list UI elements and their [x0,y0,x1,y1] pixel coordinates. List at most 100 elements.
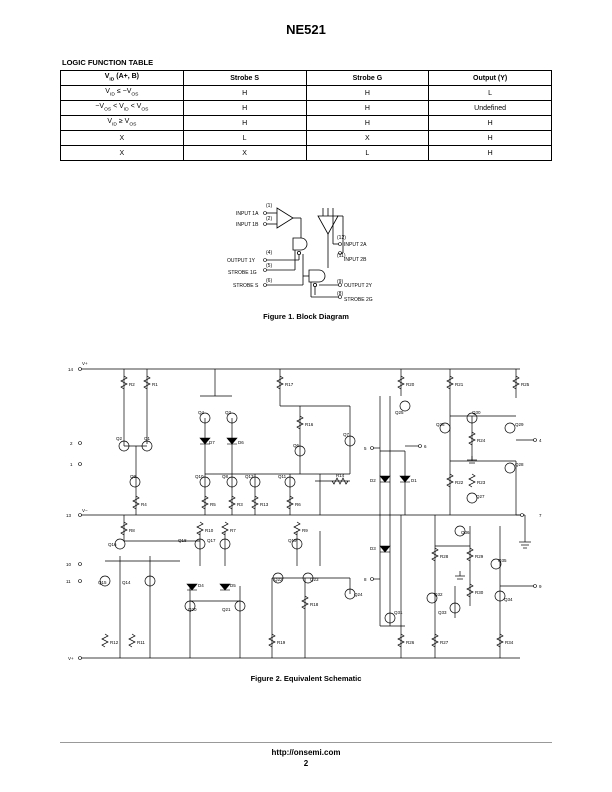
diode-label: D7 [209,440,215,445]
transistor-label: Q15 [98,580,107,585]
transistor-label: Q24 [354,592,363,597]
header-strobe-g: Strobe G [305,70,430,86]
transistor-label: Q25 [395,410,404,415]
pin-label: (11) [337,253,346,259]
pin-terminals [78,367,537,660]
vplus-label: V+ [82,361,88,366]
resistor-label: R26 [406,640,415,645]
pin-label: (9) [337,279,343,285]
resistor-label: R9 [302,528,308,533]
pin-label: 7 [539,513,542,518]
transistor-label: Q4 [198,410,205,415]
table-cell: H [182,100,307,116]
resistor-label: R23 [477,480,486,485]
resistor-label: R16 [305,422,314,427]
header-vid: VID (A+, B) [60,70,184,86]
nand-gate-1-symbol [292,237,308,251]
page-number: 2 [303,759,309,768]
header-strobe-s: Strobe S [182,70,307,86]
transistor-label: Q28 [515,462,524,467]
pin-label: (12) [337,235,346,241]
transistor-label: Q22 [274,577,283,582]
transistor-label: Q8 [222,474,229,479]
transistor-label: Q20 [188,607,197,612]
table-cell: L [428,85,552,101]
diode-label: D2 [370,478,376,483]
footer-divider [60,742,552,743]
transistor-label: Q19 [288,538,297,543]
transistor-label: Q30 [472,410,481,415]
transistor-label: Q21 [222,607,231,612]
pin-label: 8 [364,577,367,582]
transistor-label: Q1 [144,436,151,441]
output-2y-label: OUTPUT 2Y [344,283,373,289]
output-1y-label: OUTPUT 1Y [227,258,256,264]
resistor-label: R29 [475,554,484,559]
transistor-label: Q34 [504,597,513,602]
resistor-label: R11 [137,640,145,645]
transistor-label: Q2 [116,436,123,441]
pin-label: (4) [266,250,272,256]
resistor-label: R27 [440,640,449,645]
table-cell: H [305,115,430,131]
table-cell: H [428,115,552,131]
figure-2-caption: Figure 2. Equivalent Schematic [250,674,362,683]
resistor-label: R8 [129,528,135,533]
transistor-label: Q33 [438,610,447,615]
diode-label: D6 [238,440,244,445]
transistor-label: Q18 [178,538,187,543]
resistor-label: R3 [237,502,243,507]
figure-1-caption: Figure 1. Block Diagram [263,312,349,321]
page-title: NE521 [286,22,326,37]
pin-label: (1) [266,203,272,209]
resistor-label: R10 [205,528,214,533]
resistor-label: R1 [152,382,158,387]
resistor-label: R18 [310,602,319,607]
table-cell: X [60,130,184,146]
comparator-2-symbol [317,215,339,235]
transistor-label: Q29 [515,422,524,427]
resistor-label: R7 [230,528,236,533]
transistor-label: Q10 [195,474,204,479]
transistor-label: Q17 [207,538,216,543]
pin-label: 6 [424,444,427,449]
table-row: −VOS < VID < VOS H H Undefined [60,100,552,116]
table-cell: H [182,85,307,101]
table-cell: VID ≤ −VOS [60,85,184,101]
resistor-label: R25 [521,382,530,387]
pin-label: (5) [266,263,272,269]
resistor-label: R19 [277,640,286,645]
transistor-label: Q6 [293,443,300,448]
pin-label: 11 [66,579,71,584]
transistor-label: Q26 [436,422,445,427]
table-row: VID ≤ −VOS H H L [60,85,552,101]
pin-label: 10 [66,562,72,567]
resistor-label: R2 [129,382,135,387]
footer-url[interactable]: http://onsemi.com [271,748,341,757]
resistor-label: R28 [440,554,449,559]
pin-label: (6) [266,278,272,284]
table-cell: X [305,130,430,146]
input-2b-label: INPUT 2B [344,257,367,263]
table-cell: H [305,100,430,116]
table-cell: L [305,145,430,161]
equivalent-schematic: 14 V+ 2 1 13 V− 10 11 V+ 4 7 5 6 8 9 R2 … [66,361,542,661]
table-cell: H [305,85,430,101]
resistor-label: R12 [110,640,119,645]
transistor-label: Q9 [130,474,137,479]
transistor-label: Q23 [310,577,319,582]
ground-icon [455,456,531,580]
table-cell: VID ≥ VOS [60,115,184,131]
input-1b-label: INPUT 1B [236,222,259,228]
transistor-symbols [99,400,516,624]
resistor-label: R4 [141,502,147,507]
pin-label: (2) [266,216,272,222]
input-1a-label: INPUT 1A [236,211,259,217]
resistor-label: R17 [285,382,294,387]
input-2a-label: INPUT 2A [344,242,367,248]
pin-label: 5 [364,446,367,451]
diode-label: D5 [230,583,236,588]
table-row: X L X H [60,130,552,146]
pin-label: 2 [70,441,73,446]
transistor-label: Q27 [476,494,485,499]
